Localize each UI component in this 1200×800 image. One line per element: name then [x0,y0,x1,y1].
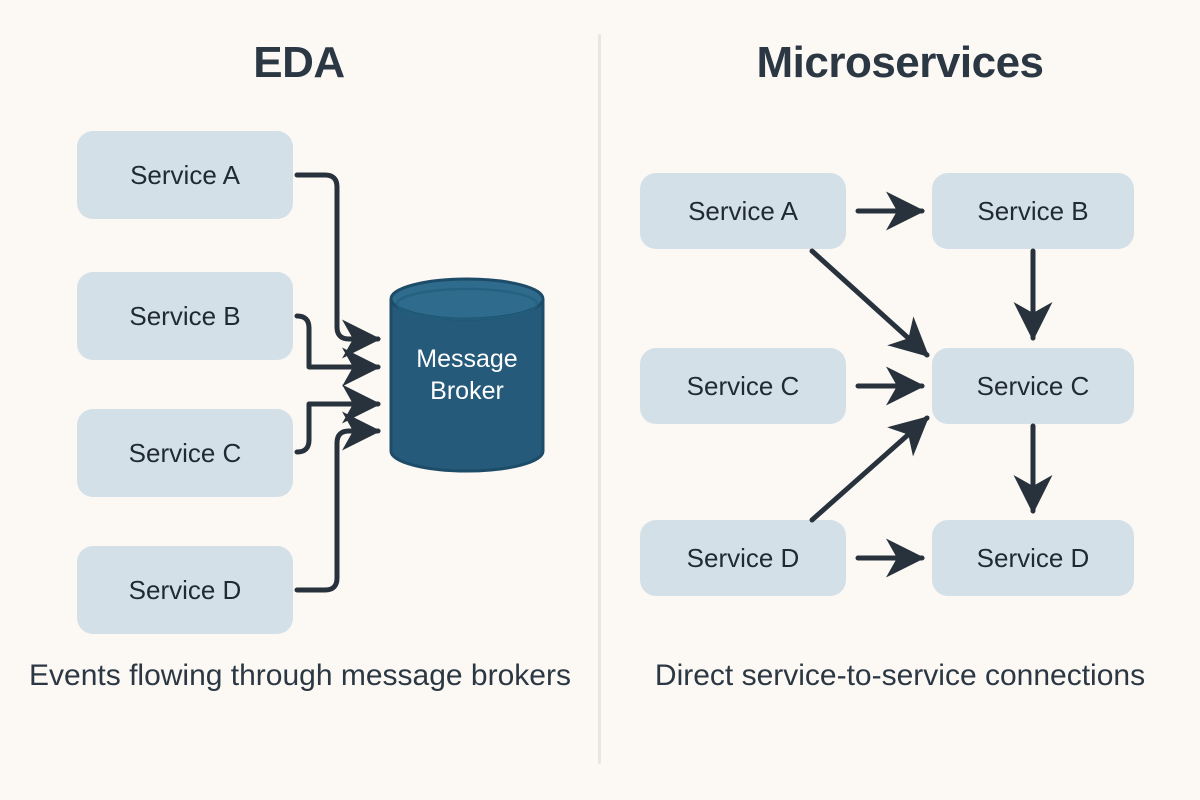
edge-eda-a-to-broker [294,172,382,359]
caption-microservices: Direct service-to-service connections [654,659,1146,692]
micro-service-a-box[interactable]: Service A [640,173,846,249]
panel-divider [598,34,601,764]
edge-eda-b-to-broker [294,313,382,387]
eda-service-c-box[interactable]: Service C [77,409,293,497]
caption-eda: Events flowing through message brokers [29,659,571,692]
micro-service-a-label: Service A [688,195,798,226]
micro-service-c-left-label: Service C [686,370,800,401]
eda-service-a-label: Service A [130,159,240,190]
micro-service-b-label: Service B [977,195,1089,226]
micro-service-c-left-box[interactable]: Service C [640,348,846,424]
micro-service-d-right-box[interactable]: Service D [932,520,1134,596]
micro-service-c-right-label: Service C [976,370,1090,401]
cylinder-icon [389,277,545,473]
micro-service-d-right-label: Service D [976,542,1090,573]
message-broker-node[interactable]: Message Broker [388,277,546,473]
eda-service-b-box[interactable]: Service B [77,272,293,360]
edge-micro-d-to-c [809,415,930,523]
eda-service-b-label: Service B [129,300,241,331]
eda-service-d-label: Service D [128,574,242,605]
micro-service-d-left-box[interactable]: Service D [640,520,846,596]
micro-service-b-box[interactable]: Service B [932,173,1134,249]
micro-service-d-left-label: Service D [686,542,800,573]
edge-eda-d-to-broker [294,411,382,593]
eda-service-c-label: Service C [128,437,242,468]
eda-service-a-box[interactable]: Service A [77,131,293,219]
page-title-microservices: Microservices [756,38,1044,87]
edge-micro-a-to-c [809,248,930,358]
page-title-eda: EDA [253,38,345,87]
micro-service-c-right-box[interactable]: Service C [932,348,1134,424]
edge-eda-c-to-broker [294,384,382,455]
eda-service-d-box[interactable]: Service D [77,546,293,634]
